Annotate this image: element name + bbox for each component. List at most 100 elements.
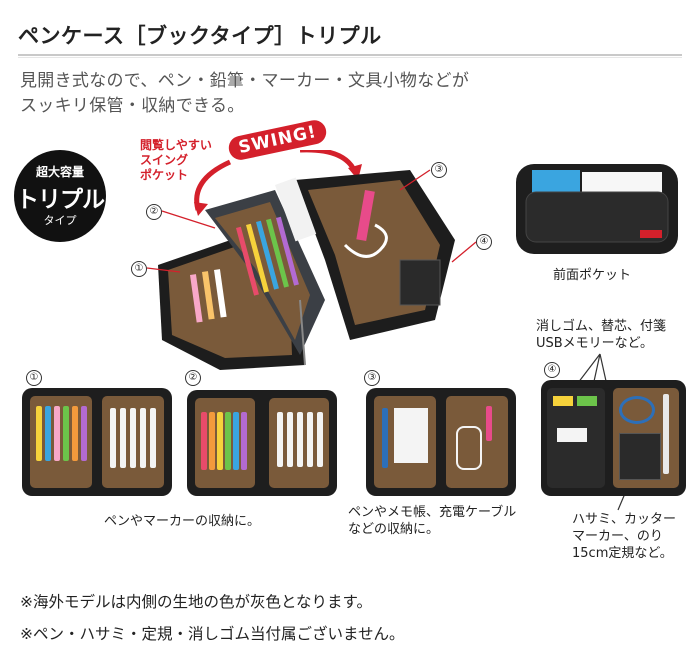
scissors — [619, 396, 655, 424]
compartment-1-right-lining — [102, 396, 164, 488]
marker — [277, 412, 283, 467]
eraser — [557, 428, 587, 442]
callout-3: ③ — [431, 162, 447, 178]
compartment-1-left-lining — [30, 396, 92, 488]
badge-line-2: トリプル — [16, 187, 105, 213]
compartment-4-bottom-line-3: 15cm定規など。 — [572, 546, 673, 561]
callout-line-1 — [146, 267, 181, 273]
mesh-pocket — [399, 259, 441, 306]
charging-cable — [456, 426, 482, 470]
callout-line-3 — [399, 169, 431, 191]
marker — [150, 408, 156, 468]
compartment-3-right-lining — [446, 396, 508, 488]
swing-note-line-3: ポケット — [140, 168, 189, 182]
swing-pocket-note: 閲覧しやすい スイング ポケット — [140, 138, 212, 183]
compartment-3-caption-line-2: などの収納に。 — [348, 522, 440, 537]
callout-line-2 — [161, 210, 216, 229]
note-items-not-included: ※ペン・ハサミ・定規・消しゴム当付属ございません。 — [20, 625, 405, 643]
compartment-3-image — [366, 388, 516, 496]
compartment-1-image — [22, 388, 172, 496]
compartment-1-2-caption: ペンやマーカーの収納に。 — [104, 514, 261, 529]
note-overseas-model: ※海外モデルは内側の生地の色が灰色となります。 — [20, 593, 372, 611]
compartment-2-left-lining — [195, 398, 255, 488]
marker — [297, 412, 303, 467]
swing-note-line-1: 閲覧しやすい — [140, 138, 212, 152]
mesh-pocket — [619, 433, 661, 480]
compartment-3-number: ③ — [364, 370, 380, 386]
description-line-2: スッキリ保管・収納できる。 — [20, 96, 245, 116]
pen — [190, 274, 203, 323]
pen — [201, 412, 207, 470]
pen — [241, 412, 247, 470]
pen — [225, 412, 231, 470]
marker — [287, 412, 293, 467]
pen — [236, 226, 259, 296]
compartment-2-number: ② — [185, 370, 201, 386]
compartment-2-right-lining — [269, 398, 329, 488]
badge-line-3: タイプ — [43, 214, 77, 227]
compartment-4-right-pocket — [613, 388, 679, 488]
compartment-4-image — [541, 380, 686, 496]
sticky-notes — [553, 396, 573, 406]
compartment-4-top-line-1: 消しゴム、替芯、付箋 — [536, 319, 667, 334]
marker — [120, 408, 126, 468]
compartment-4-bottom-line-2: マーカー、のり — [572, 529, 663, 544]
memo-pad — [275, 177, 317, 242]
compartment-3-caption: ペンやメモ帳、充電ケーブル などの収納に。 — [348, 504, 516, 538]
capacity-badge: 超大容量 トリプル タイプ — [14, 150, 106, 242]
compartment-3-left-lining — [374, 396, 436, 488]
pen — [217, 412, 223, 470]
ruler — [663, 394, 669, 474]
page-title: ペンケース［ブックタイプ］トリプル — [18, 24, 382, 48]
usb-stick — [486, 406, 492, 441]
marker — [317, 412, 323, 467]
swing-note-line-2: スイング — [140, 153, 189, 167]
compartment-4-number: ④ — [544, 362, 560, 378]
brand-tag — [640, 230, 662, 238]
pen — [382, 408, 388, 468]
usb-stick — [356, 190, 375, 241]
pen — [45, 406, 51, 461]
pen — [266, 218, 289, 288]
item-card — [582, 172, 662, 194]
front-pocket-image — [516, 164, 678, 254]
marker — [110, 408, 116, 468]
pen — [209, 412, 215, 470]
pen — [214, 269, 227, 318]
marker — [130, 408, 136, 468]
pen — [245, 223, 269, 293]
title-divider — [18, 54, 682, 56]
swing-arrow-left-head — [194, 202, 208, 216]
pen — [276, 216, 299, 286]
compartment-4-top-line-2: USBメモリーなど。 — [536, 336, 654, 351]
marker — [140, 408, 146, 468]
pen — [63, 406, 69, 461]
pen — [54, 406, 60, 461]
badge-line-1: 超大容量 — [35, 165, 84, 179]
compartment-4-bottom-line-1: ハサミ、カッター — [572, 512, 677, 527]
compartment-2-image — [187, 390, 337, 496]
callout-4: ④ — [476, 234, 492, 250]
compartment-4-bottom-caption: ハサミ、カッター マーカー、のり 15cm定規など。 — [572, 511, 676, 562]
pen — [202, 271, 215, 320]
pen — [233, 412, 239, 470]
callout-line-4 — [451, 241, 477, 263]
pen — [36, 406, 42, 461]
compartment-3-caption-line-1: ペンやメモ帳、充電ケーブル — [348, 505, 517, 520]
hero-product-image — [158, 150, 455, 370]
pen — [72, 406, 78, 461]
callout-1: ① — [131, 261, 147, 277]
memo-pad — [394, 408, 428, 463]
sticky-notes — [577, 396, 597, 406]
marker — [307, 412, 313, 467]
pen — [81, 406, 87, 461]
compartment-1-number: ① — [26, 370, 42, 386]
compartment-4-left-pocket — [547, 388, 605, 488]
charging-cable — [343, 223, 388, 258]
front-pocket-label: 前面ポケット — [553, 268, 632, 283]
pen — [255, 220, 279, 290]
title-divider-shadow — [18, 57, 682, 58]
front-pocket-panel — [525, 191, 669, 243]
zipper — [299, 299, 306, 366]
compartment-4-top-caption: 消しゴム、替芯、付箋 USBメモリーなど。 — [536, 318, 666, 352]
